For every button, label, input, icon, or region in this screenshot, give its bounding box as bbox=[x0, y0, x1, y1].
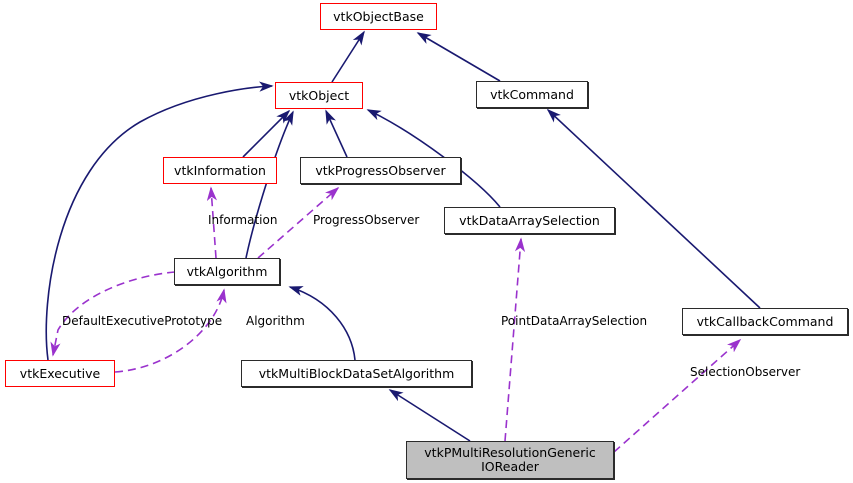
node-vtkmultiblockdatasetalgorithm[interactable]: vtkMultiBlockDataSetAlgorithm bbox=[241, 360, 472, 387]
edge-label-point-data-array-selection: PointDataArraySelection bbox=[501, 314, 648, 328]
usage-edge-selectionobserver bbox=[613, 338, 742, 453]
node-vtkalgorithm[interactable]: vtkAlgorithm bbox=[174, 258, 280, 285]
node-vtkinformation[interactable]: vtkInformation bbox=[163, 157, 277, 184]
node-vtkdataarrayselection[interactable]: vtkDataArraySelection bbox=[444, 207, 615, 234]
edge-label-algorithm: Algorithm bbox=[246, 314, 305, 328]
usage-edge-progressobserver bbox=[257, 186, 340, 259]
edge-label-progress-observer: ProgressObserver bbox=[313, 213, 420, 227]
edge-vtkcommand-to-vtkobjectbase bbox=[416, 32, 501, 82]
edge-vtkinformation-to-vtkobject bbox=[242, 109, 291, 158]
edge-vtkexecutive-to-vtkobject bbox=[45, 81, 274, 361]
edge-label-information: Information bbox=[208, 213, 278, 227]
node-vtkobject[interactable]: vtkObject bbox=[275, 82, 363, 109]
node-vtkcommand[interactable]: vtkCommand bbox=[476, 81, 588, 108]
usage-edge-pointdataarrayselection bbox=[504, 237, 526, 442]
edge-vtkobject-to-vtkobjectbase bbox=[331, 30, 365, 83]
edge-vtkprogressobserver-to-vtkobject bbox=[325, 109, 348, 158]
node-vtkobjectbase[interactable]: vtkObjectBase bbox=[320, 3, 437, 30]
usage-edge-defaultexecutiveprototype bbox=[50, 271, 176, 357]
node-vtkpmultiresolutiongenericioreader: vtkPMultiResolutionGeneric IOReader bbox=[406, 441, 614, 479]
node-vtkexecutive[interactable]: vtkExecutive bbox=[5, 360, 115, 387]
usage-edge-algorithm bbox=[114, 288, 227, 373]
edge-vtkdataarrayselection-to-vtkobject bbox=[366, 109, 501, 208]
edge-vtkpmulti-to-vtkmultiblock bbox=[388, 389, 471, 442]
node-vtkprogressobserver[interactable]: vtkProgressObserver bbox=[300, 157, 461, 184]
usage-edge-information bbox=[206, 186, 218, 259]
edge-vtkmultiblock-to-vtkalgorithm bbox=[288, 286, 356, 361]
node-vtkcallbackcommand[interactable]: vtkCallbackCommand bbox=[682, 308, 848, 335]
edge-label-default-executive-prototype: DefaultExecutivePrototype bbox=[62, 314, 223, 328]
edge-vtkalgorithm-to-vtkobject bbox=[245, 110, 294, 259]
edge-vtkcallbackcommand-to-vtkcommand bbox=[546, 108, 761, 309]
edge-label-selection-observer: SelectionObserver bbox=[690, 365, 801, 379]
